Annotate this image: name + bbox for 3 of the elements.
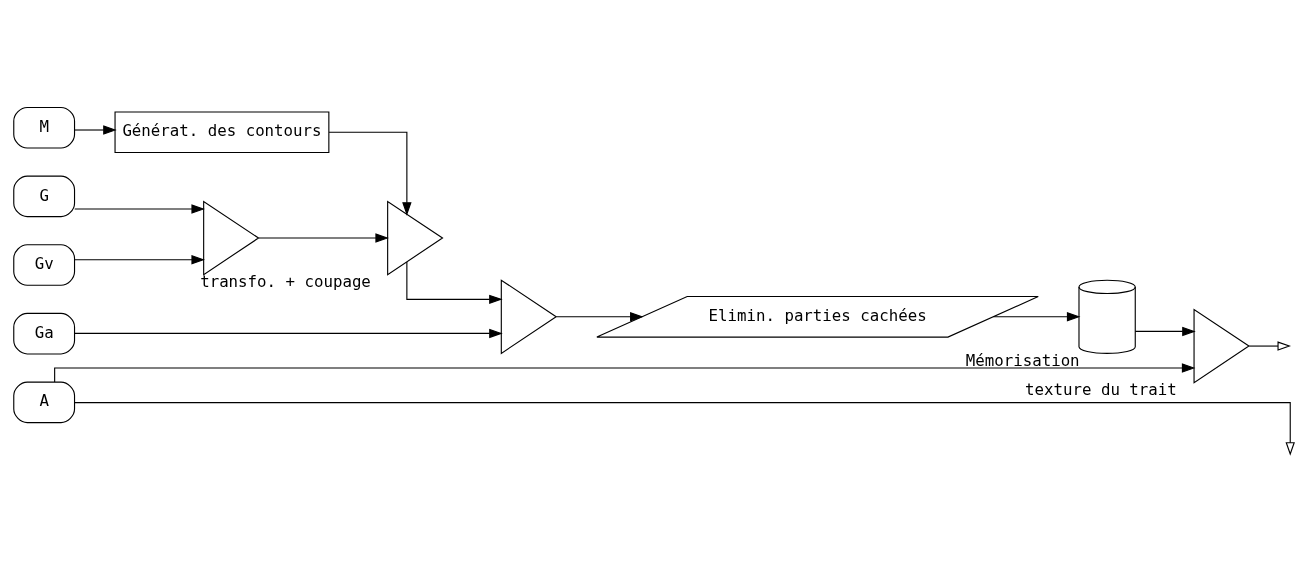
node-label: transfo. + coupage bbox=[200, 271, 371, 291]
node-label: Mémorisation bbox=[965, 350, 1080, 370]
node-label: texture du trait bbox=[1025, 379, 1177, 399]
